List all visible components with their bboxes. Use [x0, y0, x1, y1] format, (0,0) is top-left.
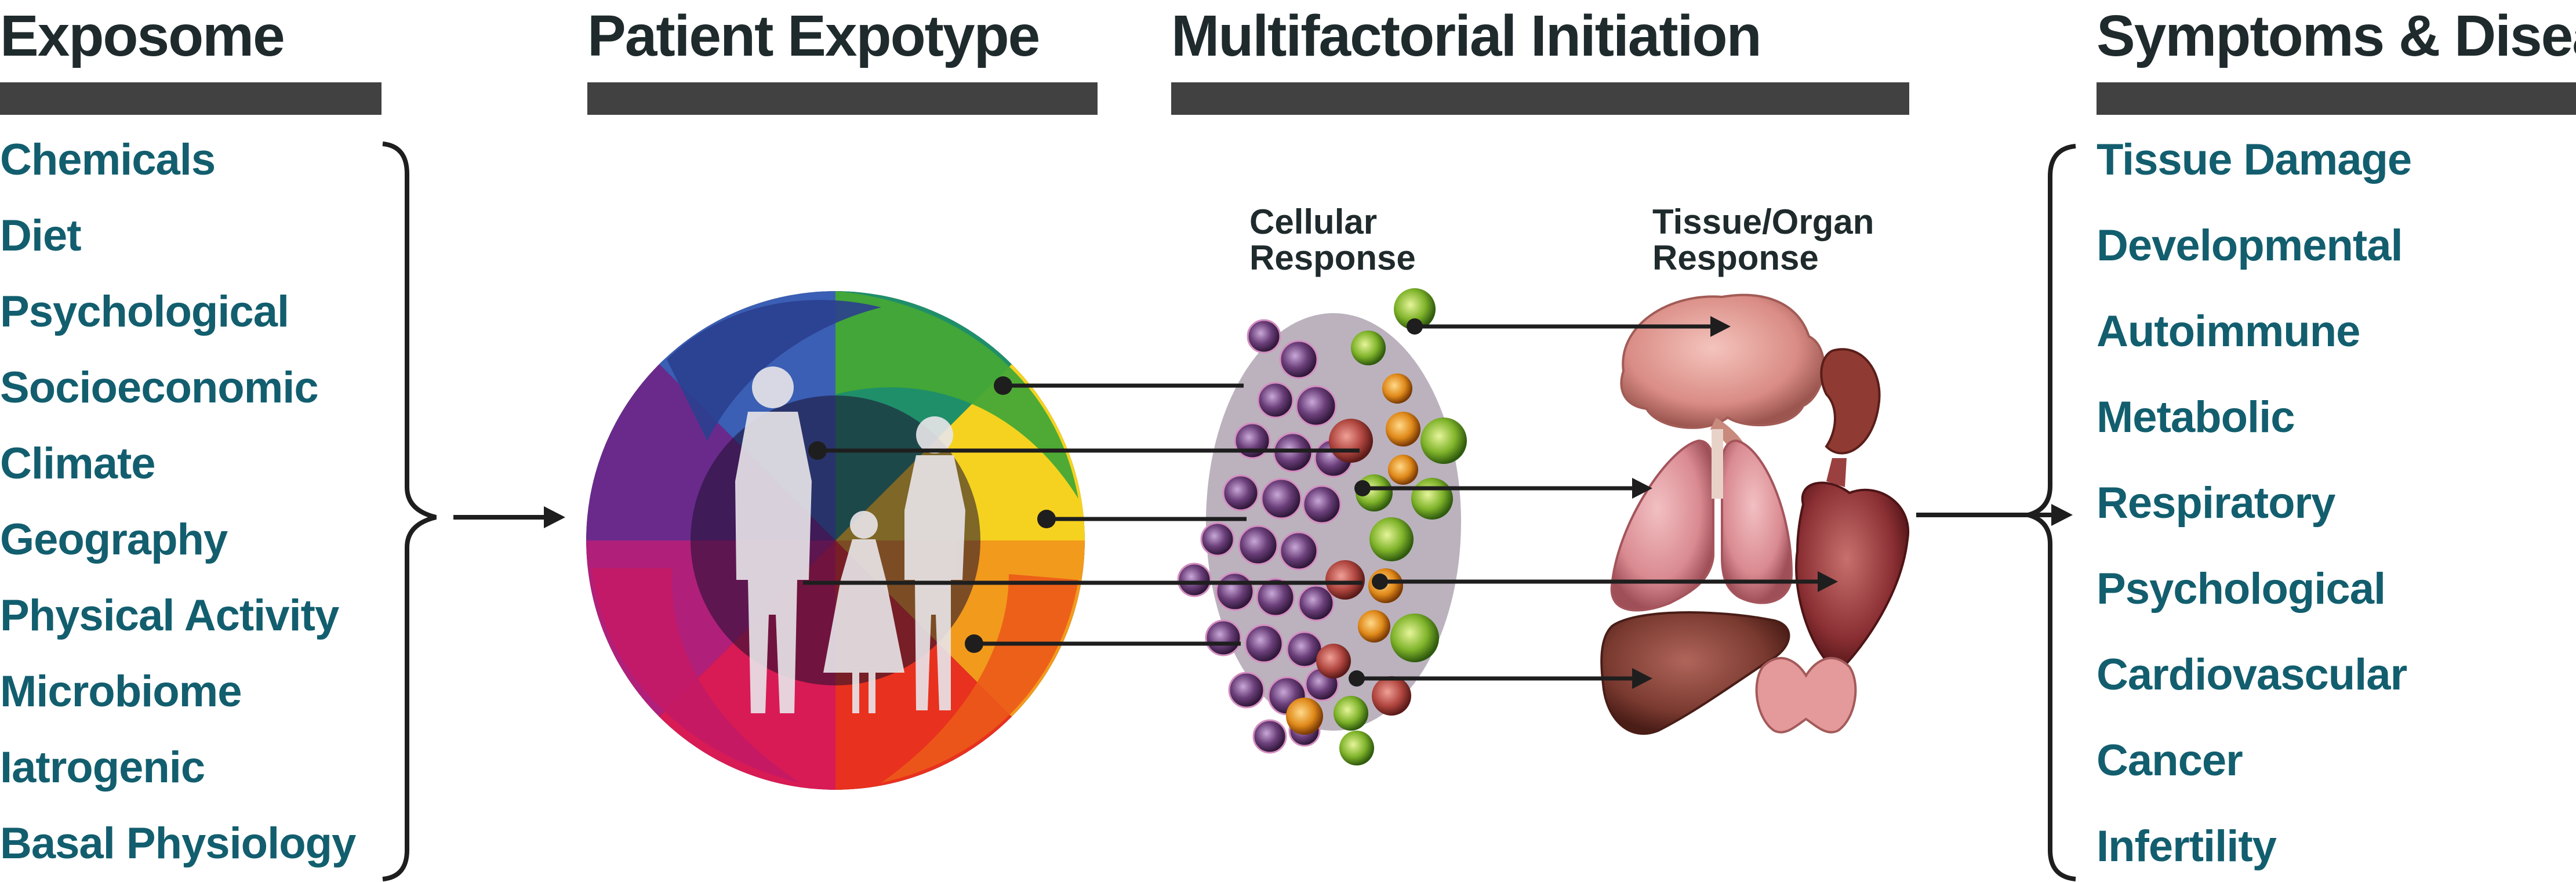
disease-item: Cancer	[2097, 736, 2243, 785]
connector-dots	[808, 318, 1423, 687]
brain-icon	[1620, 293, 1825, 429]
header-bar-symptoms	[2097, 82, 2576, 115]
disease-item: Respiratory	[2097, 478, 2335, 528]
thyroid-icon	[1755, 656, 1857, 734]
exposome-item: Psychological	[0, 287, 289, 336]
disease-item: Infertility	[2097, 822, 2277, 871]
colour-spiral-wheel	[586, 291, 1085, 790]
disease-item: Metabolic	[2097, 393, 2295, 442]
header-exposome: Exposome	[0, 3, 285, 68]
exposome-item: Iatrogenic	[0, 743, 205, 792]
connector-arrowheads	[1632, 316, 1838, 689]
disease-item: Tissue Damage	[2097, 135, 2412, 184]
exposome-item: Climate	[0, 439, 156, 488]
header-bar-exposome	[0, 82, 382, 115]
header-patient-expotype: Patient Expotype	[587, 3, 1040, 68]
connector-lines	[803, 324, 1821, 681]
cell-cluster	[1177, 288, 1467, 765]
disease-item: Cardiovascular	[2097, 650, 2407, 699]
label-tissue-organ-response: Tissue/Organ Response	[1652, 202, 1874, 277]
exposome-item: Basal Physiology	[0, 819, 356, 868]
exposome-item: Chemicals	[0, 135, 216, 184]
kidney-icon	[1820, 348, 1881, 455]
exposome-item: Geography	[0, 515, 228, 564]
disease-brace	[2019, 144, 2076, 881]
exposome-item: Microbiome	[0, 667, 242, 716]
liver-icon	[1600, 611, 1790, 735]
label-cellular-response: Cellular Response	[1249, 202, 1416, 277]
organs	[1600, 293, 1910, 735]
header-symptoms-disease: Symptoms & Disease	[2097, 3, 2576, 68]
heart-icon	[1795, 481, 1910, 674]
header-multifactorial-initiation: Multifactorial Initiation	[1171, 3, 1762, 68]
disease-item: Autoimmune	[2097, 307, 2360, 356]
exposome-item: Diet	[0, 211, 82, 260]
exposome-item: Physical Activity	[0, 591, 339, 640]
disease-item: Psychological	[2097, 564, 2386, 614]
exposome-item: Socioeconomic	[0, 363, 319, 412]
disease-item: Developmental	[2097, 221, 2403, 270]
header-bar-expotype	[587, 82, 1098, 115]
header-bar-initiation	[1171, 82, 1909, 115]
lungs-icon	[1610, 439, 1714, 612]
exposome-brace	[382, 141, 437, 881]
